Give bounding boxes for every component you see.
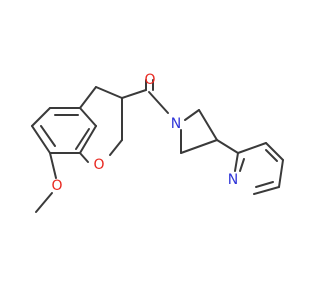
bond xyxy=(239,158,245,172)
bond xyxy=(79,107,97,127)
bond xyxy=(31,125,51,154)
bond xyxy=(265,142,284,161)
azetidine-nitrogen-label: N xyxy=(171,116,181,132)
bond xyxy=(278,159,284,188)
bond xyxy=(95,86,123,99)
pyridine-nitrogen-label: N xyxy=(228,172,238,188)
bond xyxy=(35,192,53,213)
bond xyxy=(121,89,147,99)
bond xyxy=(49,152,57,179)
carbonyl-oxygen-label: O xyxy=(144,72,155,88)
bond xyxy=(255,181,274,188)
molecule-drawing: O O O N N xyxy=(31,72,284,213)
bond xyxy=(234,152,239,172)
bond xyxy=(184,109,200,121)
bond xyxy=(79,86,97,109)
bond xyxy=(109,139,123,156)
bond xyxy=(40,125,56,147)
bonds xyxy=(31,79,284,213)
methoxy-oxygen-label: O xyxy=(51,178,62,194)
bond xyxy=(216,139,239,154)
bond xyxy=(79,152,89,163)
bond xyxy=(79,125,97,154)
bond xyxy=(75,128,90,150)
structure-diagram: O O O N N xyxy=(31,72,284,213)
ring-oxygen-label: O xyxy=(93,157,104,173)
atom-labels: O O O N N xyxy=(51,72,238,194)
bond xyxy=(198,109,218,141)
bond xyxy=(253,186,280,195)
bond xyxy=(180,139,218,154)
bond xyxy=(31,107,51,127)
bond xyxy=(237,142,267,154)
bond xyxy=(265,149,278,162)
bond xyxy=(148,91,169,114)
